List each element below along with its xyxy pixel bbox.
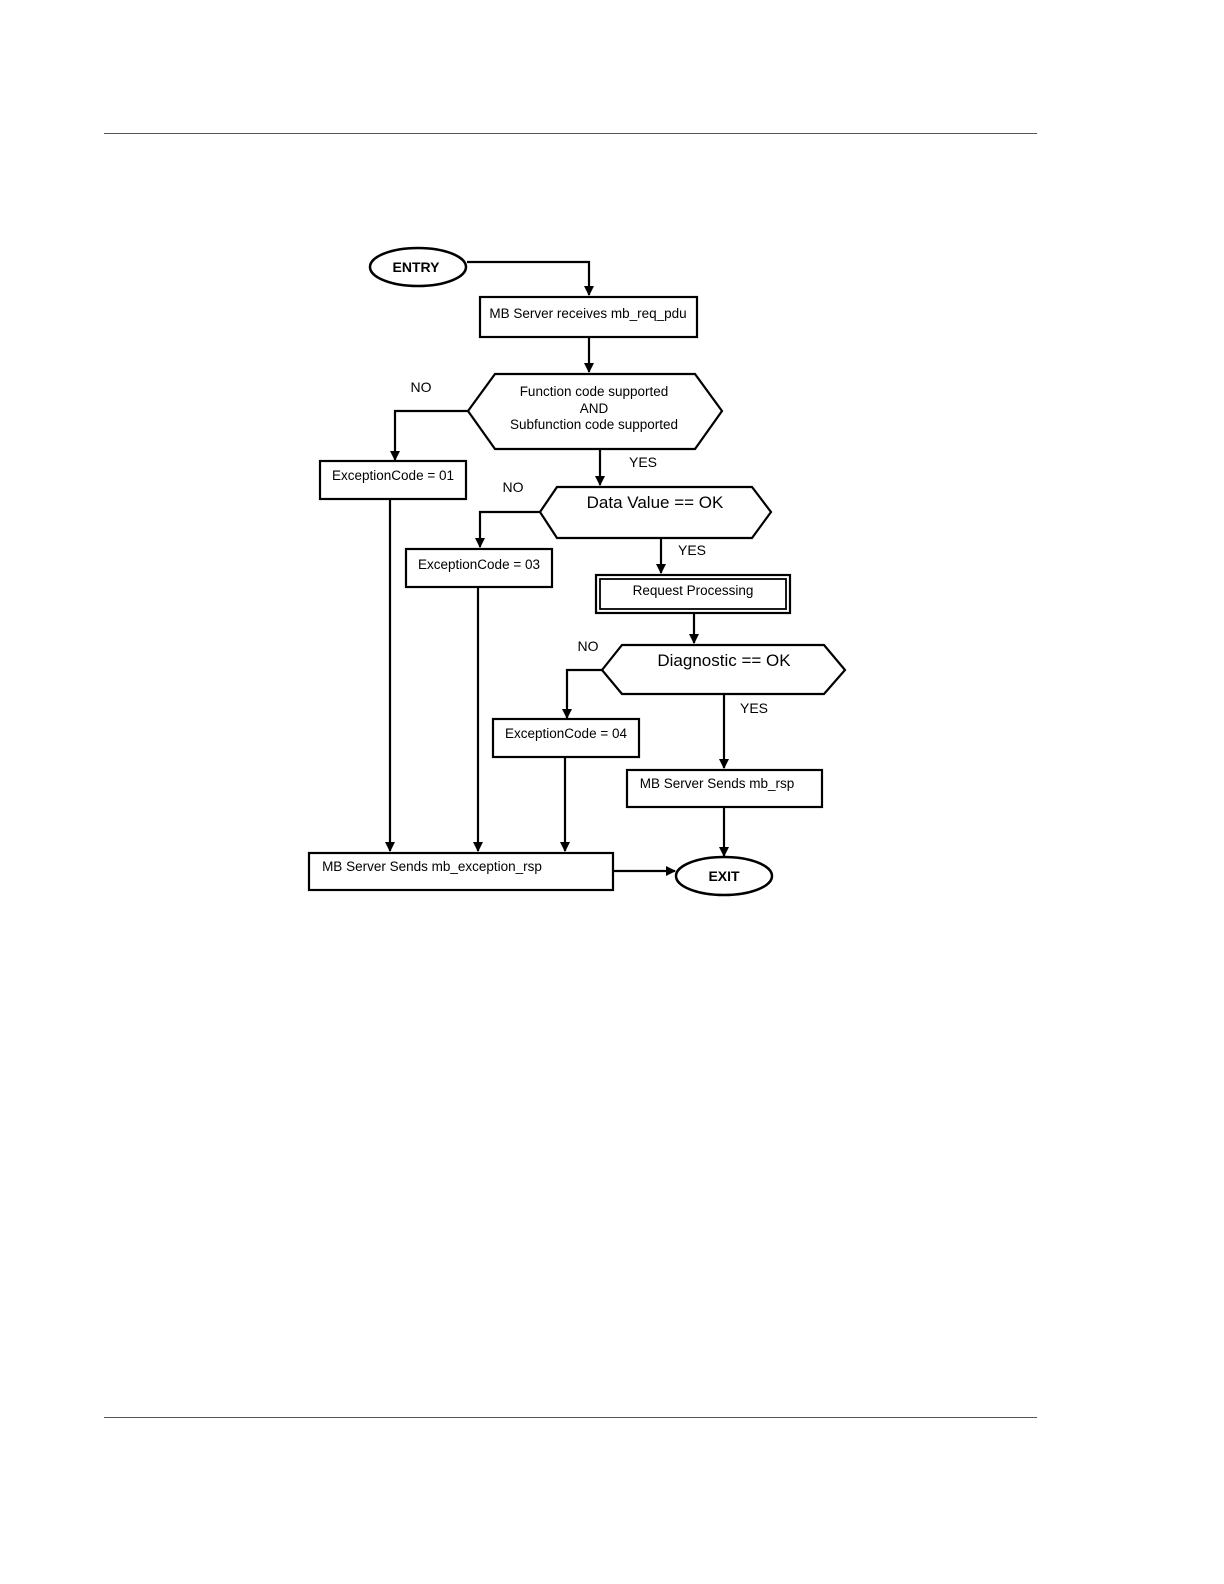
send-exception-box: MB Server Sends mb_exception_rsp bbox=[309, 853, 613, 890]
exception-03-box: ExceptionCode = 03 bbox=[406, 549, 552, 587]
exception01-label: ExceptionCode = 01 bbox=[332, 468, 454, 483]
arrow-entry-to-receive bbox=[467, 262, 589, 295]
exit-terminator: EXIT bbox=[676, 857, 772, 895]
label-yes-3: YES bbox=[740, 700, 768, 716]
receive-label: MB Server receives mb_req_pdu bbox=[489, 306, 686, 321]
send-rsp-box: MB Server Sends mb_rsp bbox=[627, 770, 822, 807]
decision2-label: Data Value == OK bbox=[587, 493, 724, 512]
request-processing-box: Request Processing bbox=[596, 575, 790, 613]
decision-data-value: Data Value == OK bbox=[540, 487, 771, 538]
exception-01-box: ExceptionCode = 01 bbox=[320, 461, 466, 499]
exception03-label: ExceptionCode = 03 bbox=[418, 557, 540, 572]
decision3-label: Diagnostic == OK bbox=[657, 651, 791, 670]
processing-label: Request Processing bbox=[633, 583, 754, 598]
arrow-decision1-no bbox=[395, 411, 468, 460]
label-no-1: NO bbox=[411, 379, 432, 395]
arrow-decision3-no bbox=[567, 670, 602, 718]
decision1-line2: AND bbox=[580, 401, 609, 416]
send-exception-label: MB Server Sends mb_exception_rsp bbox=[322, 859, 542, 874]
decision1-line1: Function code supported bbox=[520, 384, 669, 399]
entry-label: ENTRY bbox=[393, 259, 441, 275]
decision-function-code: Function code supported AND Subfunction … bbox=[468, 374, 722, 449]
decision-diagnostic: Diagnostic == OK bbox=[602, 645, 845, 694]
decision1-line3: Subfunction code supported bbox=[510, 417, 678, 432]
receive-box: MB Server receives mb_req_pdu bbox=[480, 297, 697, 337]
label-yes-2: YES bbox=[678, 542, 706, 558]
arrow-decision2-no bbox=[480, 512, 540, 547]
exception04-label: ExceptionCode = 04 bbox=[505, 726, 627, 741]
send-rsp-label: MB Server Sends mb_rsp bbox=[640, 776, 795, 791]
label-yes-1: YES bbox=[629, 454, 657, 470]
exception-04-box: ExceptionCode = 04 bbox=[493, 719, 639, 757]
entry-terminator: ENTRY bbox=[370, 248, 466, 286]
label-no-3: NO bbox=[578, 638, 599, 654]
label-no-2: NO bbox=[503, 479, 524, 495]
exit-label: EXIT bbox=[708, 868, 740, 884]
